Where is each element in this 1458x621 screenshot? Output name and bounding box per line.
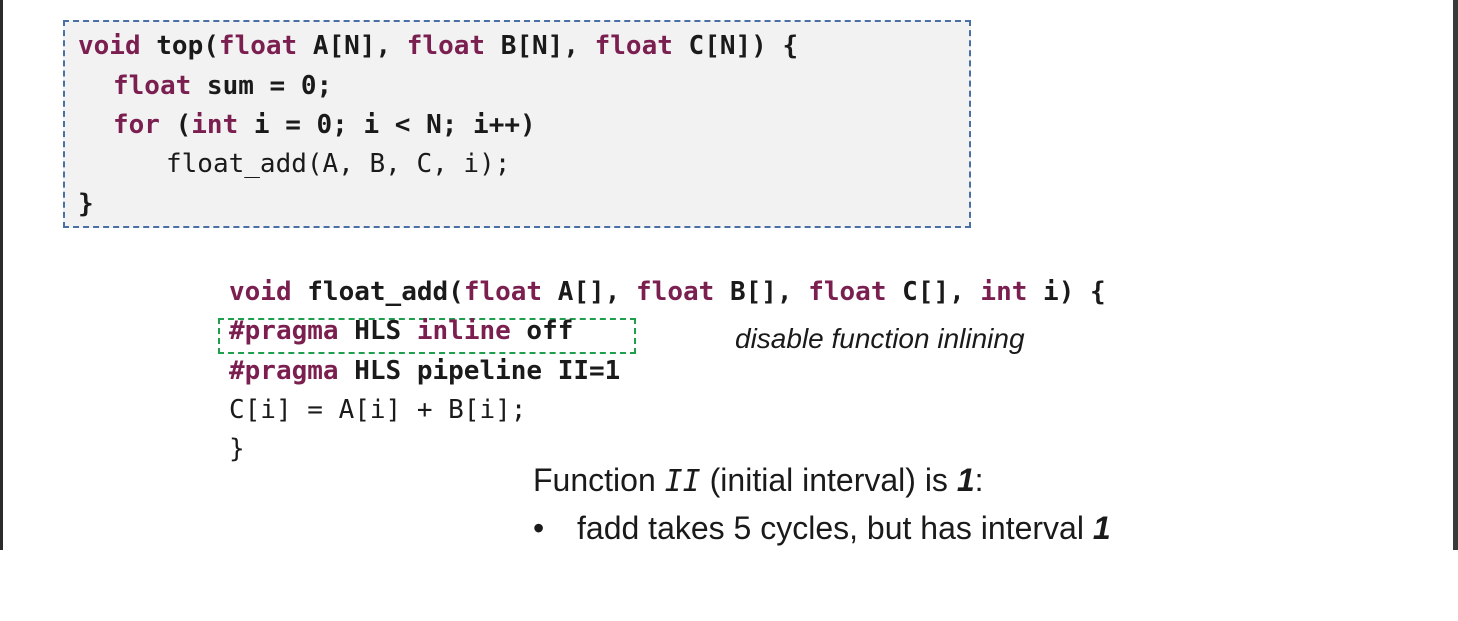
float-add-code-line-5: } (229, 434, 245, 464)
top-code-line-2: float sum = 0; (113, 71, 333, 101)
float-add-code-line-1: void float_add(float A[], float B[], flo… (229, 277, 1106, 307)
bullet-marker: • (533, 510, 545, 546)
bullet-item: • fadd takes 5 cycles, but has interval … (533, 510, 1111, 621)
float-add-code-line-3: #pragma HLS pipeline II=1 (229, 356, 621, 386)
top-function-code-box (63, 20, 971, 228)
top-code-line-5: } (78, 189, 94, 219)
left-border (0, 0, 3, 550)
bullet-text: fadd takes 5 cycles, but has interval 1 (577, 510, 1111, 546)
float-add-code-line-4: C[i] = A[i] + B[i]; (229, 395, 527, 425)
float-add-code-line-2: #pragma HLS inline off (229, 316, 574, 346)
top-code-line-4: float_add(A, B, C, i); (166, 149, 511, 179)
inlining-annotation: disable function inlining (735, 323, 1025, 354)
top-code-line-1: void top(float A[N], float B[N], float C… (78, 31, 799, 61)
function-ii-statement: Function II (initial interval) is 1: (533, 462, 984, 499)
right-border (1453, 0, 1458, 550)
inline-pragma-highlight-box (218, 318, 636, 354)
top-code-line-3: for (int i = 0; i < N; i++) (113, 110, 536, 140)
